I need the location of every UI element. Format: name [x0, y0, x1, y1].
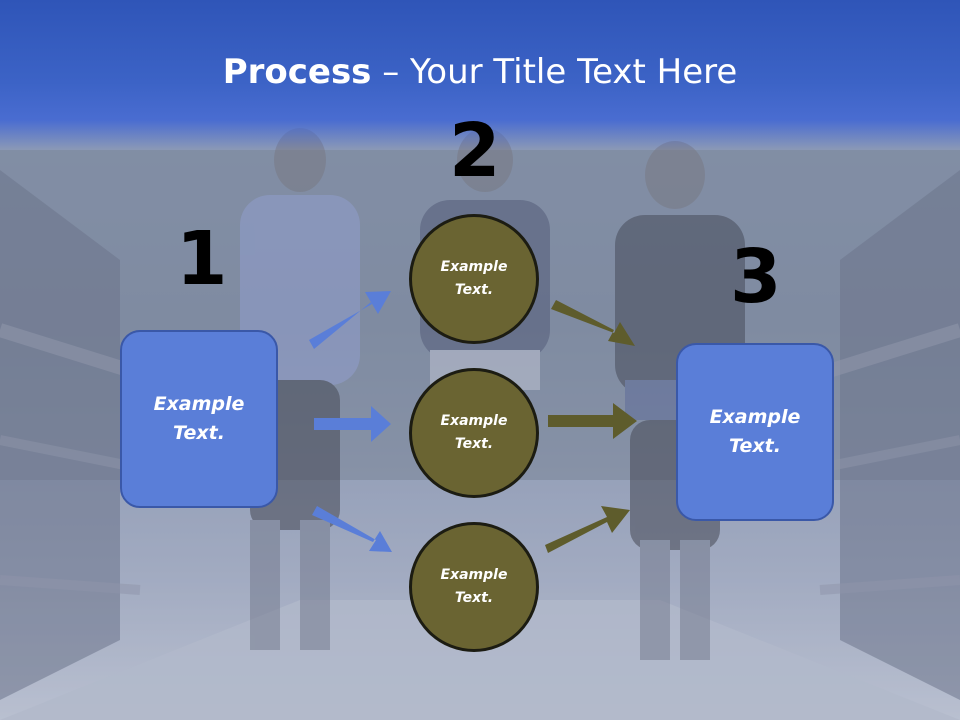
- left-box-line2: Text.: [173, 422, 225, 444]
- arrow-left-to-middle: [314, 406, 391, 442]
- step-number-3: 3: [730, 234, 782, 320]
- right-box-line1: Example: [709, 406, 801, 428]
- step-number-1: 1: [176, 216, 228, 302]
- arrow-left-to-top: [309, 291, 391, 349]
- circle-top-line2: Text.: [454, 282, 494, 298]
- title-band: [0, 0, 960, 150]
- arrow-top-to-right: [551, 300, 635, 346]
- title-bold: Process: [222, 52, 372, 92]
- circle-top-line1: Example: [440, 259, 508, 275]
- left-box-line1: Example: [153, 393, 245, 415]
- arrow-left-to-bottom: [312, 506, 392, 552]
- right-box-line2: Text.: [729, 435, 781, 457]
- title-rest: – Your Title Text Here: [371, 52, 738, 92]
- arrow-middle-to-right: [548, 403, 637, 439]
- step-number-2: 2: [449, 108, 501, 194]
- slide-title: Process – Your Title Text Here: [0, 52, 960, 92]
- circle-bottom-line2: Text.: [454, 590, 494, 606]
- circle-bottom-line1: Example: [440, 567, 508, 583]
- circle-middle-line1: Example: [440, 413, 508, 429]
- circle-middle-line2: Text.: [454, 436, 494, 452]
- arrow-bottom-to-right: [545, 506, 630, 553]
